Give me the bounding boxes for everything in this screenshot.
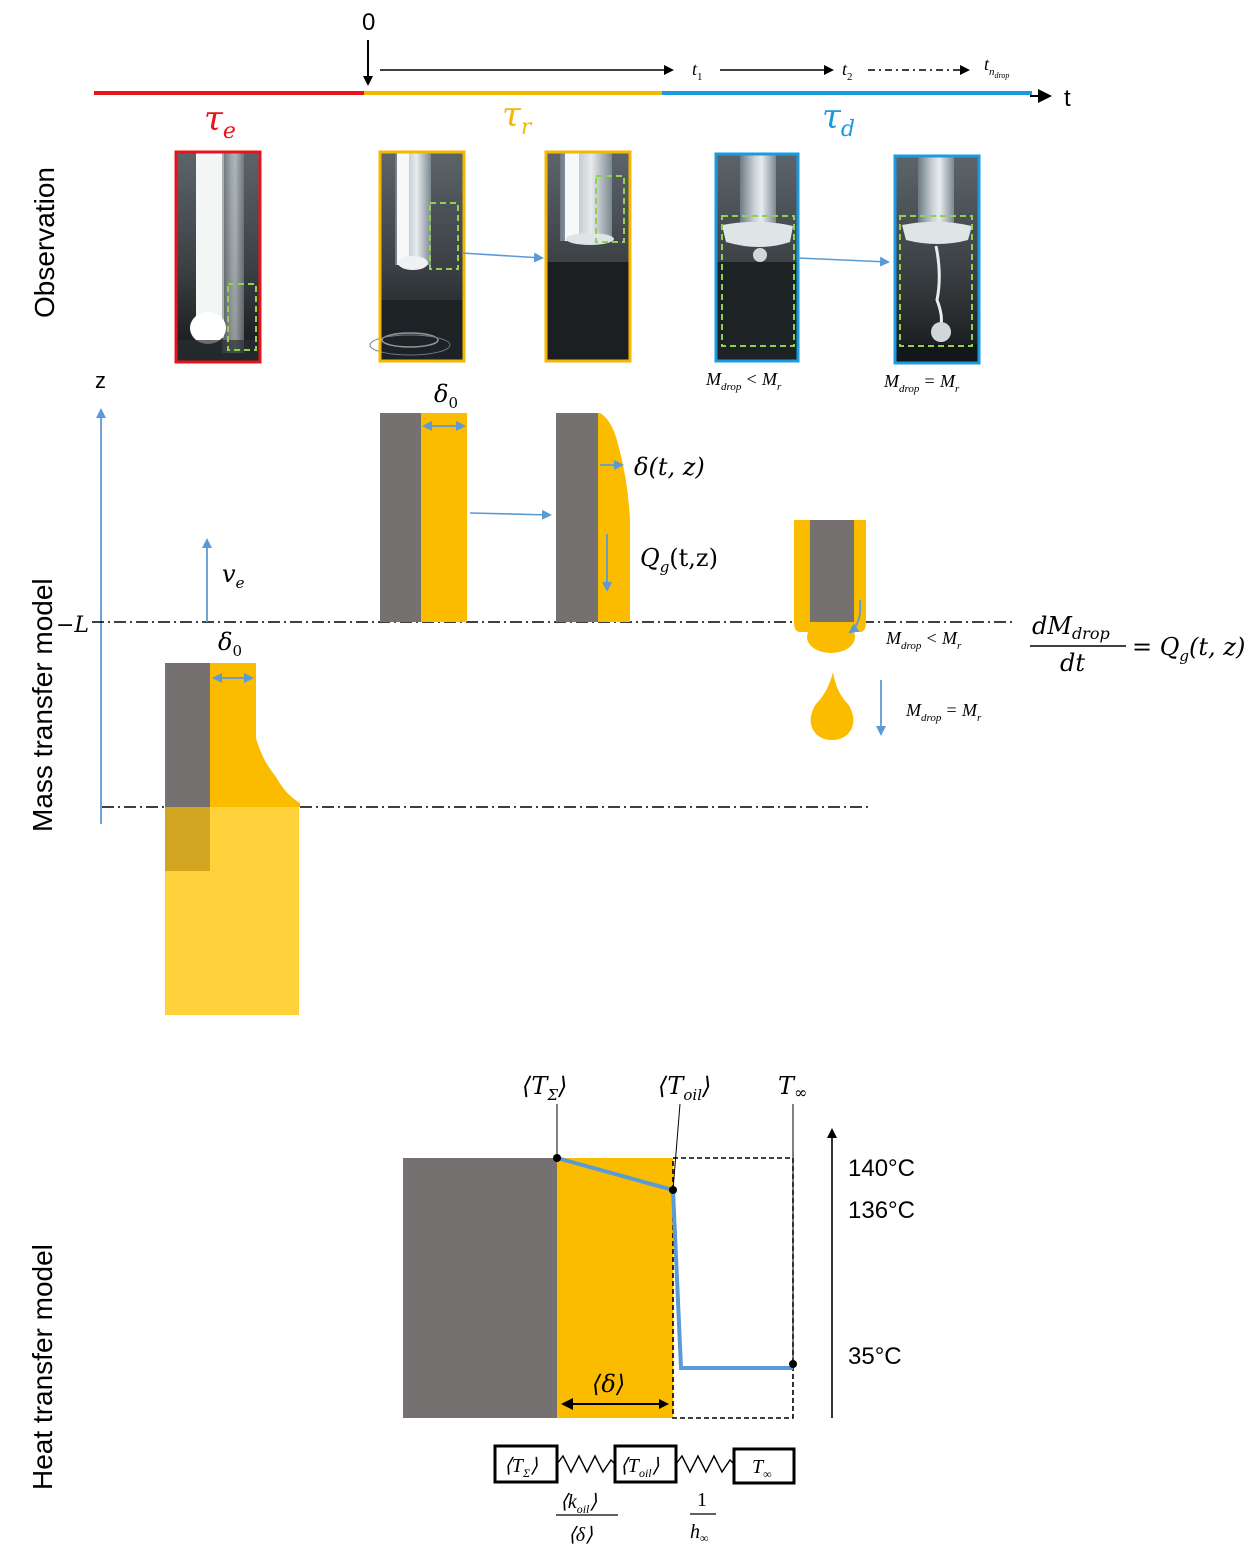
drop-rod bbox=[810, 520, 854, 622]
time-tn-label: tndrop bbox=[984, 54, 1009, 80]
photo-rest-1-frame bbox=[378, 150, 466, 363]
time-t2-label: t2 bbox=[842, 59, 853, 83]
detached-drop bbox=[810, 672, 854, 740]
film-thickness-label: ⟨δ⟩ bbox=[592, 1370, 625, 1398]
resistance-oil-denominator: ⟨δ⟩ bbox=[568, 1524, 593, 1546]
circuit-node-t-sigma bbox=[493, 1444, 559, 1484]
heat-wall bbox=[403, 1158, 557, 1418]
time-axis-label: t bbox=[1064, 85, 1071, 112]
section-title-observation: Observation bbox=[29, 167, 60, 318]
drop-mass-equation: dMdrop dt = Qg(t, z) bbox=[1030, 612, 1244, 677]
heat-oil-film bbox=[557, 1158, 673, 1418]
photo-emergence bbox=[174, 150, 262, 364]
rest-rod-2 bbox=[556, 413, 598, 622]
thermal-circuit: ⟨TΣ⟩ ⟨Toil⟩ T∞ ⟨koil⟩ ⟨δ⟩ 1 h∞ bbox=[493, 1444, 796, 1546]
rest-rod-1 bbox=[380, 413, 421, 622]
photo-rest-1-roi bbox=[429, 202, 459, 270]
photo-rest-2-frame bbox=[544, 150, 632, 363]
qg-label: Qg(t,z) bbox=[640, 544, 718, 576]
minus-L-label: −L bbox=[56, 613, 89, 638]
caption-mdrop-lt-mr: Mdrop< Mr bbox=[705, 369, 782, 393]
profile-point-t-inf bbox=[789, 1360, 797, 1368]
rest-evolution-arrow bbox=[469, 509, 552, 520]
equation-numerator: dMdrop bbox=[1032, 612, 1110, 643]
resistance-air-denominator: h∞ bbox=[690, 1521, 709, 1545]
resistor-oil bbox=[556, 1454, 616, 1474]
t-oil-leader bbox=[672, 1103, 681, 1191]
section-title-mass-transfer: Mass transfer model bbox=[27, 578, 58, 832]
temp-label-140: 140°C bbox=[848, 1155, 915, 1182]
t-sigma-label: ⟨TΣ⟩ bbox=[522, 1072, 567, 1104]
drop-flow-arrow bbox=[848, 599, 862, 634]
emergence-meniscus bbox=[210, 663, 300, 807]
photo-rest-arrow bbox=[461, 252, 544, 263]
resistance-air-numerator: 1 bbox=[697, 1489, 707, 1511]
equation-rhs: = Qg(t, z) bbox=[1132, 633, 1244, 665]
tau-r-label: τr bbox=[502, 95, 533, 140]
photo-rest-2-roi bbox=[595, 175, 625, 243]
circuit-node-t-inf bbox=[732, 1447, 796, 1485]
photo-drop-1 bbox=[714, 152, 800, 363]
photo-emergence-frame bbox=[174, 150, 262, 364]
time-zero-label: 0 bbox=[362, 9, 375, 36]
model-mdrop-lt-mr: Mdrop< Mr bbox=[885, 628, 962, 652]
temp-label-136: 136°C bbox=[848, 1197, 915, 1224]
circuit-node-t-sigma-label: ⟨TΣ⟩ bbox=[504, 1455, 538, 1480]
circuit-node-t-oil-label: ⟨Toil⟩ bbox=[620, 1455, 660, 1480]
rest-rod-model-2: δ(t, z) Qg(t,z) bbox=[556, 413, 718, 622]
t-oil-label: ⟨Toil⟩ bbox=[658, 1072, 711, 1104]
section-title-heat-transfer: Heat transfer model bbox=[27, 1244, 58, 1490]
rest-rod-1-film bbox=[421, 413, 467, 622]
pendant-drop bbox=[807, 621, 855, 653]
mass-transfer-model: z −L δ0 ve δ0 δ(t, bbox=[56, 368, 1244, 1015]
drop-rod-model: Mdrop< Mr Mdrop= Mr bbox=[794, 520, 982, 740]
resistor-air bbox=[675, 1454, 735, 1474]
ve-label: ve bbox=[222, 560, 245, 592]
emergence-rod bbox=[165, 663, 210, 807]
photo-drop-arrow bbox=[797, 256, 890, 267]
caption-mdrop-eq-mr: Mdrop= Mr bbox=[883, 371, 960, 395]
photo-drop-1-roi bbox=[721, 215, 795, 347]
circuit-node-t-oil bbox=[613, 1444, 678, 1484]
time-t1-label: t1 bbox=[692, 59, 703, 83]
photo-drop-2-frame bbox=[893, 154, 981, 365]
profile-point-t-oil bbox=[669, 1186, 677, 1194]
tau-d-label: τd bbox=[822, 97, 855, 142]
heat-air-layer bbox=[672, 1157, 794, 1419]
resistance-oil-numerator: ⟨koil⟩ bbox=[560, 1491, 597, 1516]
z-axis-label: z bbox=[95, 368, 106, 393]
timeline: t 0 t1 t2 tndrop τe τr τd bbox=[94, 9, 1071, 144]
emergence-delta0-label: δ0 bbox=[218, 628, 242, 660]
delta-tz-label: δ(t, z) bbox=[634, 453, 705, 481]
tau-e-label: τe bbox=[204, 99, 236, 144]
rest-rod-2-film bbox=[598, 413, 630, 622]
equation-denominator: dt bbox=[1060, 649, 1085, 677]
model-mdrop-eq-mr: Mdrop= Mr bbox=[905, 700, 982, 724]
photo-drop-2-roi bbox=[899, 215, 973, 347]
emergence-rod-submerged bbox=[165, 807, 210, 871]
rest-delta0-label: δ0 bbox=[434, 380, 458, 412]
temp-label-35: 35°C bbox=[848, 1343, 902, 1370]
rest-rod-model-1: δ0 bbox=[380, 380, 467, 622]
photo-drop-2 bbox=[893, 154, 981, 365]
photo-rest-1 bbox=[369, 150, 466, 363]
temperature-profile bbox=[556, 1156, 793, 1370]
circuit-node-t-inf-label: T∞ bbox=[752, 1456, 772, 1481]
heat-transfer-model: ⟨TΣ⟩ ⟨Toil⟩ T∞ 140°C 136°C 35°C ⟨δ⟩ ⟨TΣ⟩… bbox=[403, 1072, 915, 1546]
profile-point-t-sigma bbox=[553, 1154, 561, 1162]
photo-rest-2 bbox=[544, 150, 632, 363]
photo-drop-1-frame bbox=[714, 152, 800, 363]
t-inf-label: T∞ bbox=[778, 1072, 807, 1102]
photo-emergence-roi bbox=[227, 283, 257, 351]
emergence-rod-model: δ0 ve bbox=[165, 538, 300, 1015]
observation-photos: Mdrop< Mr Mdrop= Mr bbox=[174, 150, 981, 395]
